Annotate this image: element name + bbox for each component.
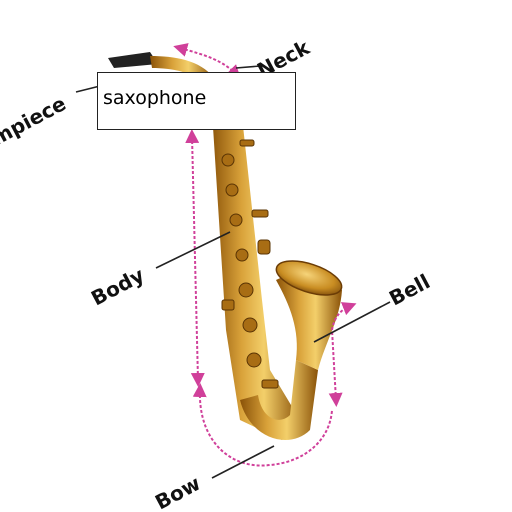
bow-arrow	[192, 383, 333, 467]
bow-leader	[211, 445, 275, 479]
bell-leader	[313, 301, 391, 343]
leader-lines	[75, 65, 391, 479]
neck-leader	[235, 65, 261, 69]
answer-box: saxophone	[97, 72, 296, 130]
bell-arrow	[328, 302, 357, 407]
body-leader	[155, 231, 231, 269]
answer-text: saxophone	[103, 87, 207, 109]
label-bell: Bell	[385, 269, 434, 310]
neck-arrow	[173, 43, 241, 79]
saxophone-illustration	[108, 52, 343, 440]
label-body: Body	[87, 263, 148, 311]
body-arrow	[185, 129, 205, 387]
label-mouthpiece: mpiece	[0, 91, 70, 150]
label-bow: Bow	[151, 471, 204, 512]
dimension-arrows	[173, 43, 357, 467]
